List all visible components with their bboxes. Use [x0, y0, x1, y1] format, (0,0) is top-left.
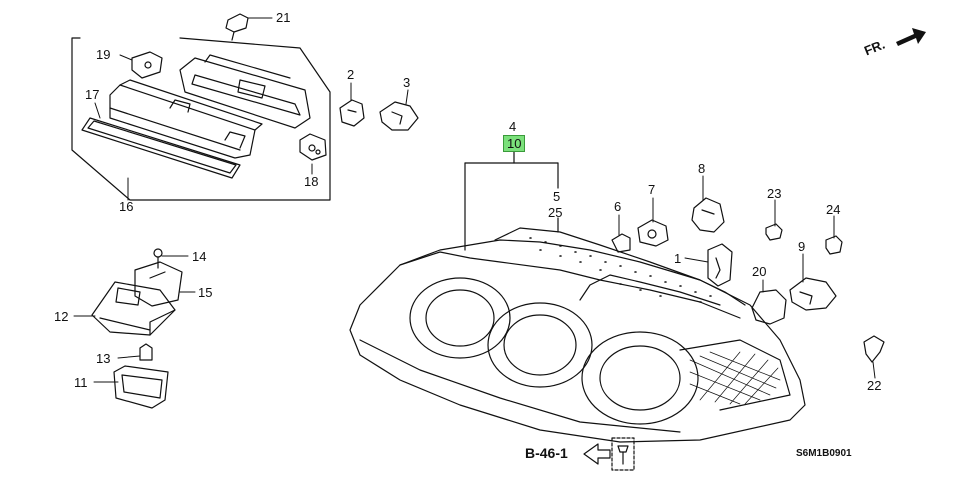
- callout-2: 2: [347, 67, 355, 82]
- direction-arrow-icon: [896, 28, 926, 46]
- reference-screw-box: [611, 437, 635, 471]
- part-13-bulb: [139, 343, 153, 361]
- callout-24: 24: [826, 202, 841, 217]
- callout-13: 13: [96, 351, 111, 366]
- callout-16: 16: [119, 199, 134, 214]
- callout-bracket-4: [464, 149, 559, 251]
- callout-4: 4: [509, 119, 517, 134]
- callout-1: 1: [674, 251, 682, 266]
- diagram-code: S6M1B0901: [796, 448, 852, 459]
- callout-12: 12: [54, 309, 69, 324]
- reference-label[interactable]: B-46-1: [525, 445, 568, 461]
- callout-6: 6: [614, 199, 622, 214]
- part-16-cover: [179, 54, 311, 129]
- part-24-nut: [825, 235, 843, 255]
- part-4-taillight-housing: [349, 227, 806, 443]
- callout-25: 25: [548, 205, 563, 220]
- part-11-lens: [113, 365, 169, 409]
- leader-lines: [73, 17, 876, 383]
- part-15-bracket: [134, 261, 183, 307]
- part-20-bulb: [751, 289, 787, 325]
- part-7-socket: [637, 219, 669, 247]
- part-8-socket: [691, 197, 725, 233]
- part-23-grommet: [765, 223, 783, 241]
- part-14-screw: [153, 248, 163, 269]
- callout-10-highlighted: 10: [503, 135, 526, 152]
- reference-arrow: [583, 443, 611, 465]
- part-16-housing: [109, 79, 263, 159]
- part-17-lens: [81, 117, 241, 179]
- callout-11: 11: [74, 375, 88, 390]
- callout-9: 9: [798, 239, 806, 254]
- callout-8: 8: [698, 161, 706, 176]
- part-12-license-light: [91, 281, 176, 336]
- high-mount-stop-light-bracket-frame: [71, 37, 331, 201]
- part-9-socket: [789, 277, 837, 311]
- part-1-bulb: [707, 243, 733, 287]
- callout-18: 18: [304, 174, 319, 189]
- callout-19: 19: [96, 47, 111, 62]
- part-3-socket: [379, 101, 419, 131]
- part-21-screw: [225, 13, 249, 41]
- callout-3: 3: [403, 75, 411, 90]
- housing-stipple: [529, 237, 712, 303]
- callout-17: 17: [85, 87, 100, 102]
- part-18-bracket: [299, 133, 327, 161]
- part-22-clip: [863, 335, 885, 363]
- callout-5: 5: [553, 189, 561, 204]
- lens-crosshatch: [689, 351, 781, 405]
- part-6-bulb: [611, 233, 631, 253]
- callout-14: 14: [192, 249, 207, 264]
- callout-21: 21: [276, 10, 291, 25]
- callout-22: 22: [867, 378, 882, 393]
- callout-7: 7: [648, 182, 656, 197]
- callout-15: 15: [198, 285, 213, 300]
- callout-20: 20: [752, 264, 767, 279]
- callout-23: 23: [767, 186, 782, 201]
- reference-screw: [617, 445, 629, 465]
- part-19-clip: [131, 51, 163, 79]
- part-2-bulb: [339, 99, 365, 127]
